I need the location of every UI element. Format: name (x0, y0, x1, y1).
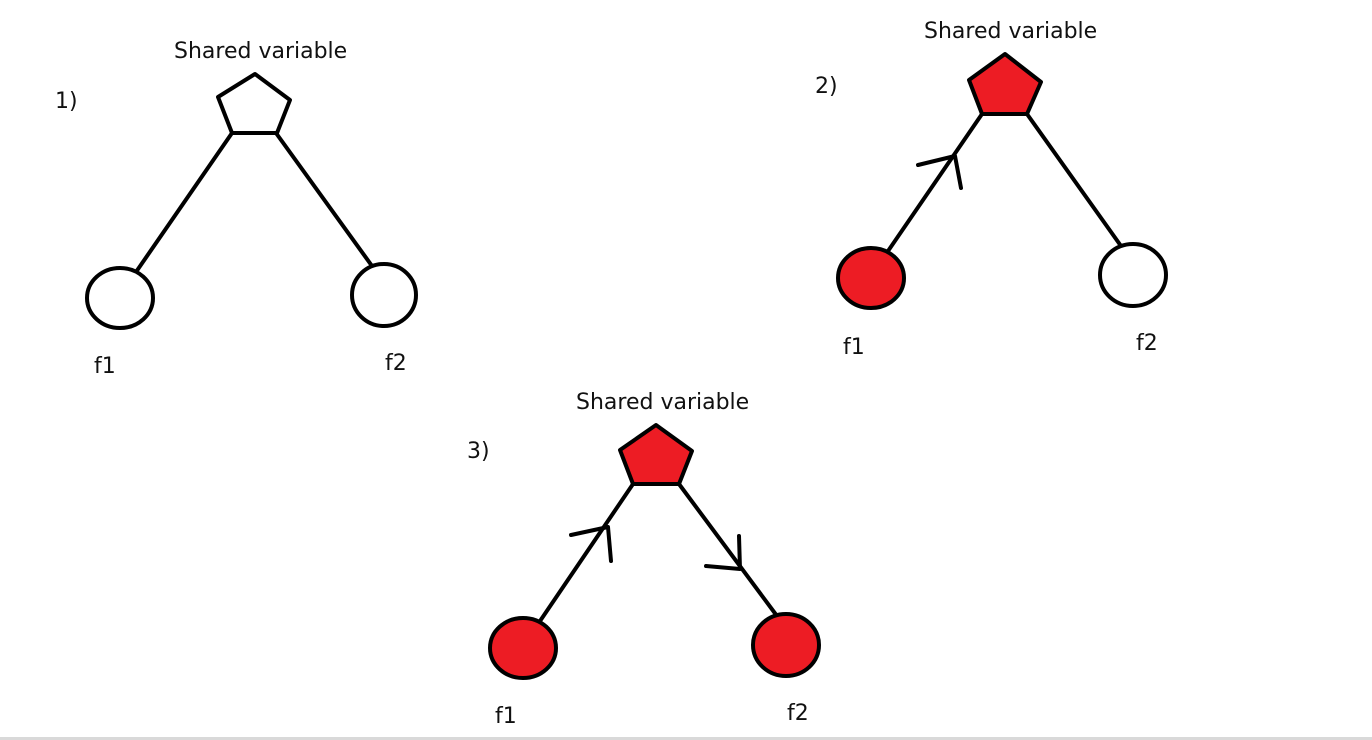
edge-f1-to-shared (536, 482, 635, 626)
f1-label: f1 (94, 354, 116, 379)
shared-variable-label: Shared variable (174, 39, 348, 64)
arrowhead-toward-shared (569, 525, 613, 563)
panel-number-label: 2) (815, 74, 838, 99)
shared-variable-label: Shared variable (924, 19, 1098, 44)
f2-label: f2 (385, 351, 407, 376)
shared-variable-node (216, 72, 292, 135)
arrowhead-toward-shared (916, 154, 963, 190)
bottom-divider (0, 737, 1372, 740)
panel-3 (488, 423, 821, 680)
edge-f1-to-shared (884, 112, 984, 256)
f2-node (1098, 242, 1168, 308)
shared-variable-node (618, 423, 694, 486)
panel-number-label: 1) (55, 89, 78, 114)
panel-1 (85, 72, 418, 330)
f2-node (751, 612, 821, 678)
panel-number-label: 3) (467, 439, 490, 464)
f1-label: f1 (495, 704, 517, 729)
f2-node (350, 262, 418, 328)
edge-shared-to-f2 (677, 482, 779, 618)
arrowhead-toward-f2 (704, 534, 742, 571)
f1-node (488, 616, 558, 680)
f2-label: f2 (787, 701, 809, 726)
f2-label: f2 (1136, 331, 1158, 356)
f1-node (836, 246, 906, 310)
panel-2 (836, 52, 1168, 310)
f1-label: f1 (843, 335, 865, 360)
shared-variable-node (967, 52, 1043, 116)
shared-variable-label: Shared variable (576, 390, 750, 415)
f1-node (85, 266, 155, 330)
edge-shared-to-f2 (1025, 112, 1123, 248)
edge-f1-to-shared (134, 131, 234, 274)
edge-shared-to-f2 (274, 131, 374, 268)
